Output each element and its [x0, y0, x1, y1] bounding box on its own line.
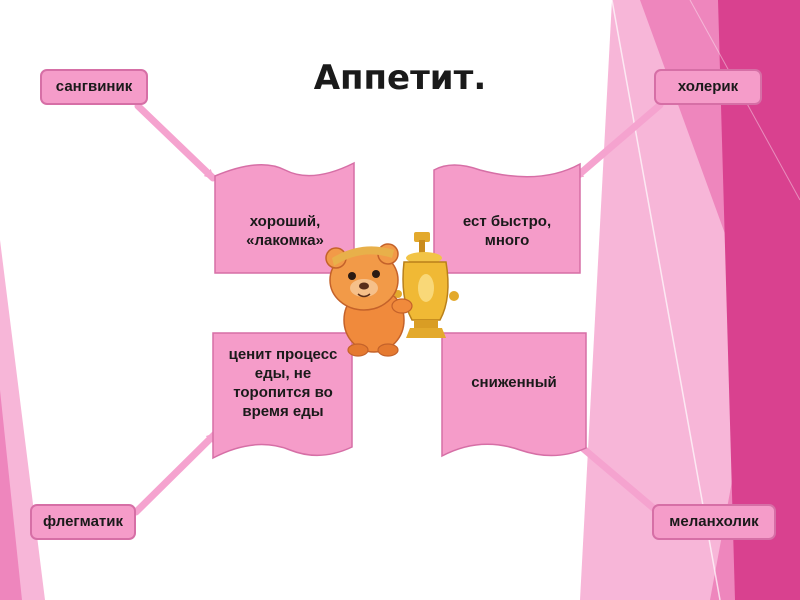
arrow-choleric — [571, 101, 664, 182]
trait-phlegmatic-line-3: торопится во — [233, 384, 333, 401]
trait-sanguine-line-1: хороший, — [249, 213, 321, 230]
trait-phlegmatic-line-1: ценит процесс — [228, 346, 338, 363]
label-choleric: холерик — [654, 69, 762, 105]
trait-phlegmatic-line-4: время еды — [242, 403, 324, 420]
arrow-phlegmatic — [132, 430, 219, 516]
trait-sanguine-line-2: «лакомка» — [246, 232, 324, 249]
trait-sanguine: хороший, «лакомка» — [218, 212, 352, 250]
slide-title: Аппетит. — [313, 58, 487, 98]
bear-icon — [325, 243, 413, 357]
trait-melancholic: сниженный — [444, 373, 584, 392]
trait-choleric-line-2: много — [484, 232, 530, 249]
samovar-icon — [394, 232, 459, 338]
box-sanguine — [214, 161, 355, 274]
label-sanguine: сангвиник — [40, 69, 148, 105]
trait-phlegmatic-line-2: еды, не — [254, 365, 312, 382]
trait-choleric-line-1: ест быстро, — [462, 213, 552, 230]
trait-choleric: ест быстро, много — [436, 212, 578, 250]
label-phlegmatic: флегматик — [30, 504, 136, 540]
trait-melancholic-line-1: сниженный — [471, 374, 557, 391]
trait-phlegmatic: ценит процесс еды, не торопится во время… — [208, 345, 358, 421]
left-decor-dark — [0, 390, 22, 600]
box-melancholic — [441, 332, 587, 458]
box-phlegmatic — [212, 332, 353, 460]
right-decor-dark — [718, 0, 800, 600]
arrow-sanguine — [134, 102, 217, 182]
label-melancholic: меланхолик — [652, 504, 776, 540]
bear-samovar-illustration — [325, 232, 459, 357]
box-choleric — [433, 162, 581, 274]
